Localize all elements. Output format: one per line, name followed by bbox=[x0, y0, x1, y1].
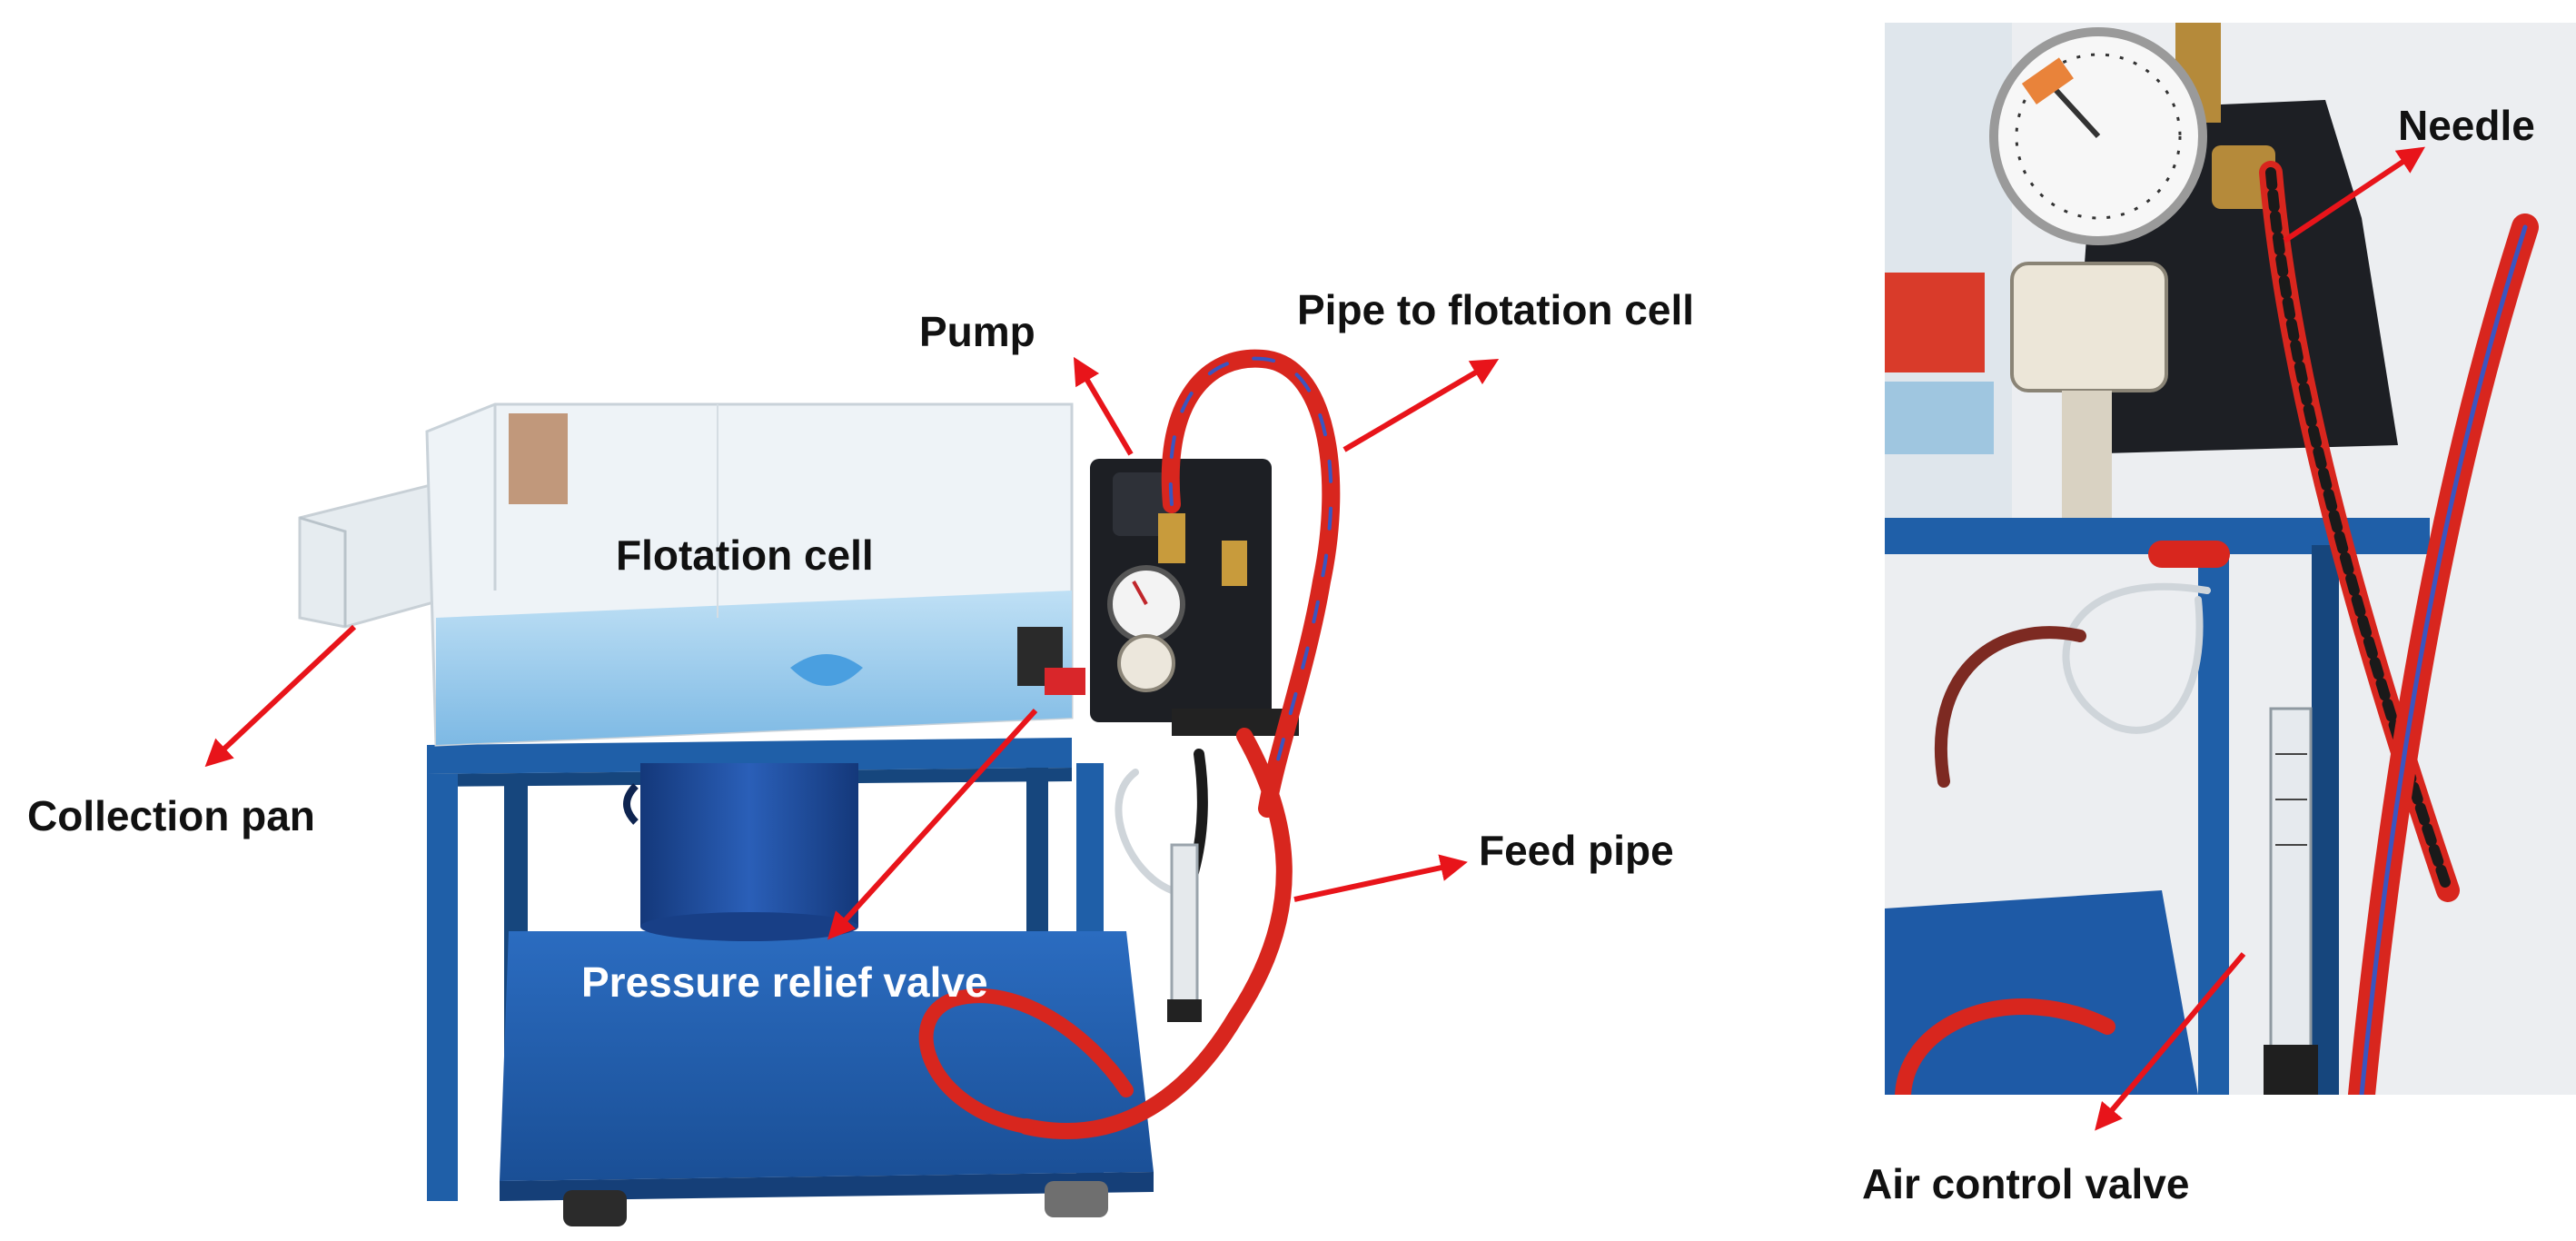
annotation-arrows-left bbox=[204, 356, 1500, 940]
hoses bbox=[918, 349, 1341, 1139]
arrow-pump bbox=[1073, 356, 1134, 456]
left-photo bbox=[204, 349, 1500, 1226]
arrow-pressure-relief-valve bbox=[827, 708, 1038, 940]
flow-meter bbox=[1167, 843, 1202, 1022]
arrow-air-control-valve bbox=[2095, 952, 2246, 1131]
right-photo bbox=[1885, 23, 2576, 1131]
annotation-arrows-right bbox=[2095, 146, 2425, 1131]
arrow-needle bbox=[2283, 146, 2425, 243]
arrow-pipe-to-flotation-cell bbox=[1342, 358, 1500, 452]
flotation-cell bbox=[425, 402, 1074, 747]
arrow-collection-pan bbox=[204, 624, 357, 768]
pump-assembly bbox=[1017, 459, 1299, 736]
blue-tank bbox=[623, 763, 858, 941]
arrow-feed-pipe bbox=[1293, 854, 1468, 902]
